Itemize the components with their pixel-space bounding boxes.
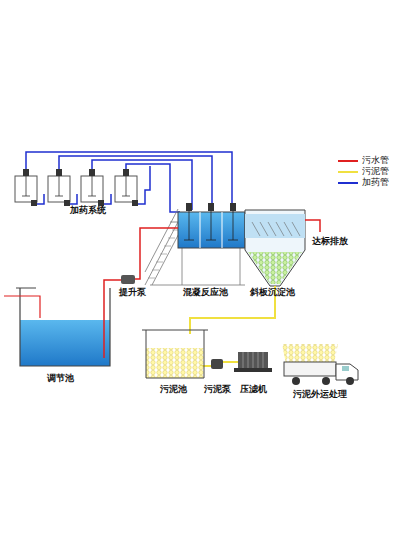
- tank-label: 调节池: [47, 374, 74, 384]
- tank-label: 污泥池: [160, 385, 187, 395]
- legend-text: 加药管: [362, 178, 389, 188]
- legend-entry: 污水管: [338, 156, 389, 166]
- outlet-label: 达标排放: [312, 237, 348, 247]
- press-label: 压滤机: [240, 385, 267, 395]
- tank-label: 混凝反应池: [183, 288, 228, 298]
- legend-text: 污水管: [362, 156, 389, 166]
- truck-label: 污泥外运处理: [293, 390, 347, 400]
- pump-label: 提升泵: [119, 288, 146, 298]
- legend-swatch: [338, 182, 358, 184]
- legend-swatch: [338, 160, 358, 162]
- tank-label: 斜板沉淀池: [250, 288, 295, 298]
- legend-entry: 污泥管: [338, 167, 389, 177]
- legend-entry: 加药管: [338, 178, 389, 188]
- legend-text: 污泥管: [362, 167, 389, 177]
- pump-label: 污泥泵: [204, 385, 231, 395]
- system-label: 加药系统: [70, 206, 106, 216]
- legend-swatch: [338, 171, 358, 173]
